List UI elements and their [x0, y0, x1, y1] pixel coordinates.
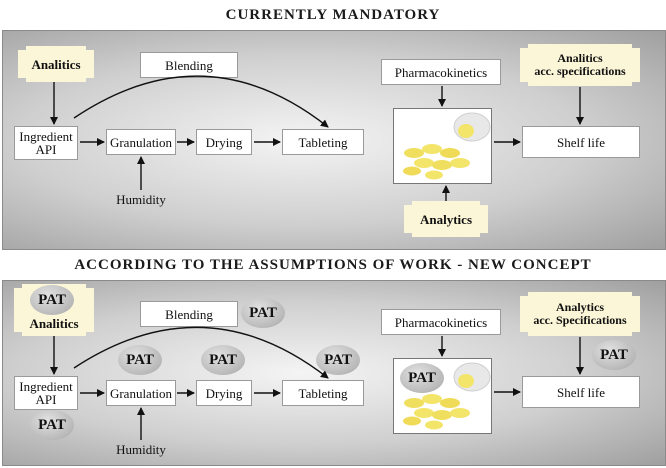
pat-badge-tableting: PAT — [316, 345, 360, 375]
pat-badge-drying: PAT — [201, 345, 245, 375]
pat-badge-shelf-life: PAT — [592, 340, 636, 370]
bottom-ingredient-box: Ingredient API — [14, 376, 78, 410]
top-drying-box: Drying — [196, 129, 252, 155]
top-analytics-label: Analytics — [404, 201, 488, 237]
top-granulation-box: Granulation — [106, 129, 176, 155]
pat-badge-granulation: PAT — [118, 345, 162, 375]
bottom-pharmacokinetics-box: Pharmacokinetics — [381, 309, 501, 335]
bottom-humidity-label: Humidity — [116, 442, 166, 457]
top-blending-box: Blending — [140, 52, 238, 78]
arrow-blending-curve — [73, 75, 329, 128]
top-pills-photo — [393, 108, 492, 184]
top-tableting-box: Tableting — [282, 129, 364, 155]
pat-badge-pills: PAT — [400, 363, 444, 393]
pat-badge-analitics: PAT — [30, 285, 74, 315]
arrow-blending-curve-b — [73, 326, 329, 379]
top-humidity-label: Humidity — [116, 192, 166, 207]
top-analitics-label: Analitics — [18, 46, 94, 82]
bottom-drying-box: Drying — [196, 380, 252, 406]
top-analitics-spec-label: Analitics acc. specifications — [520, 44, 640, 86]
pills-image — [394, 109, 491, 183]
top-ingredient-box: Ingredient API — [14, 126, 78, 160]
bottom-blending-box: Blending — [140, 301, 238, 327]
bottom-tableting-box: Tableting — [282, 380, 364, 406]
bottom-section-title: ACCORDING TO THE ASSUMPTIONS OF WORK - N… — [74, 257, 592, 273]
pat-badge-ingredient: PAT — [30, 410, 74, 440]
top-section-title: CURRENTLY MANDATORY — [225, 7, 441, 23]
top-pharmacokinetics-box: Pharmacokinetics — [381, 59, 501, 85]
bottom-shelf-life-box: Shelf life — [522, 376, 640, 408]
top-shelf-life-box: Shelf life — [522, 126, 640, 158]
bottom-analytics-spec-label: Analytics acc. Specifications — [520, 292, 640, 336]
bottom-analitics-text: Analitics — [29, 316, 79, 331]
pat-badge-blending: PAT — [241, 298, 285, 328]
bottom-granulation-box: Granulation — [106, 380, 176, 406]
